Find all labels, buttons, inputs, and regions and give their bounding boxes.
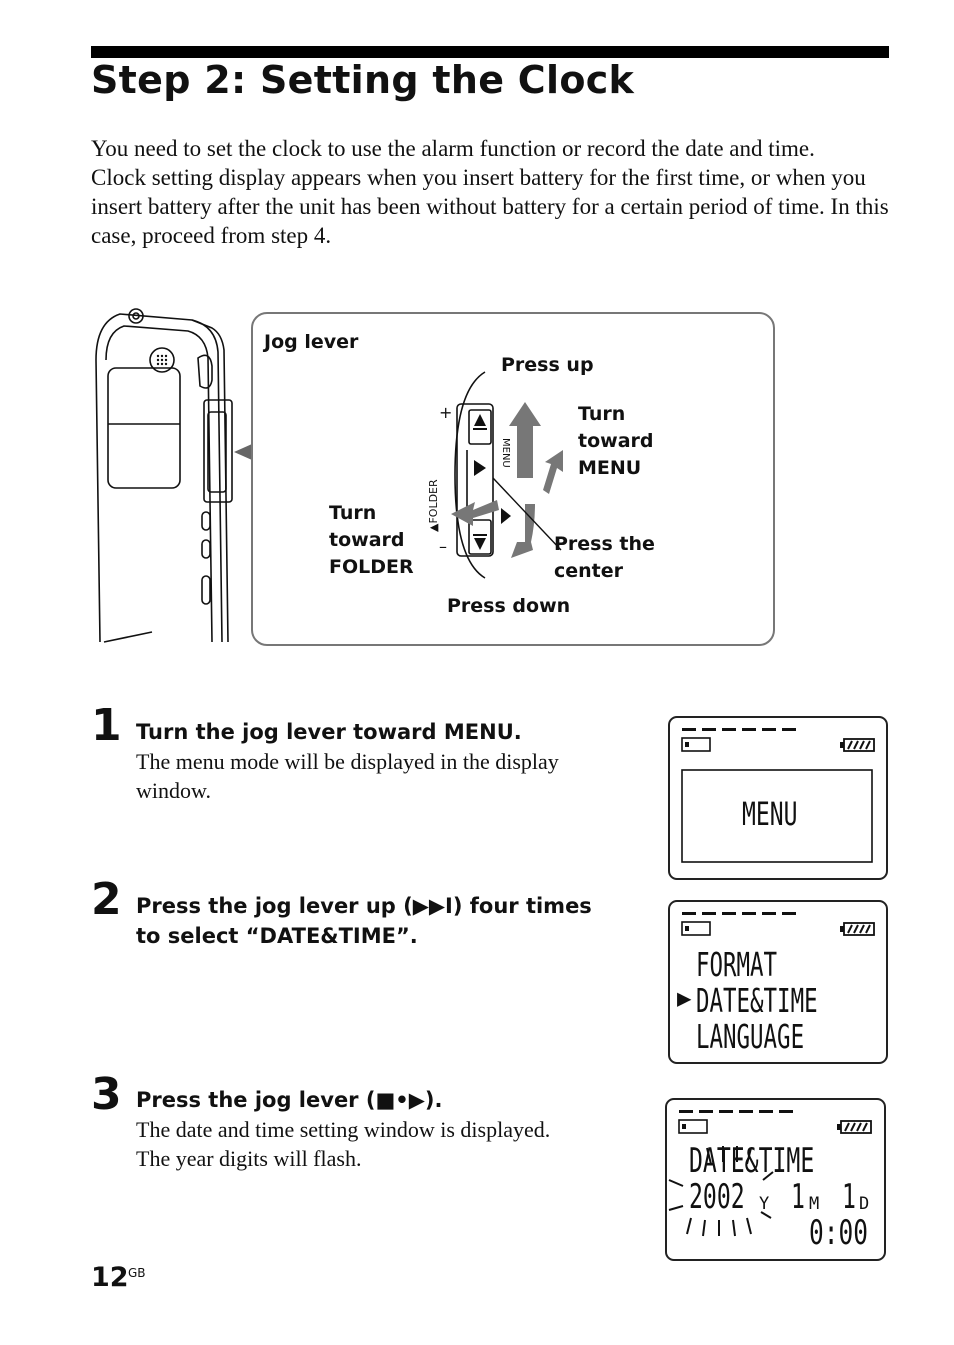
lcd-menu-text: MENU xyxy=(742,795,798,833)
step-heading: Press the jog lever (■•▶). xyxy=(136,1088,443,1112)
press-down-label: Press down xyxy=(447,595,571,617)
title-rule xyxy=(91,46,889,58)
lcd-menu-item: FORMAT xyxy=(696,945,778,984)
lcd-title: DATE&TIME xyxy=(689,1141,815,1181)
step-number: 1 xyxy=(91,700,122,751)
lcd-day: 1 xyxy=(842,1177,856,1217)
page-number: 12 xyxy=(91,1262,129,1293)
lcd-day-unit: D xyxy=(859,1194,870,1214)
jog-lever-callout xyxy=(251,312,775,646)
turn-menu-label: Turn toward MENU xyxy=(578,403,654,479)
lcd-indicators xyxy=(681,912,875,936)
memory-icon xyxy=(681,737,711,752)
step-heading: Press the jog lever up (▶▶I) four times … xyxy=(136,894,592,948)
step-body: The menu mode will be displayed in the d… xyxy=(136,749,559,803)
lcd-display-menu: MENU xyxy=(668,716,888,880)
page-region-suffix: GB xyxy=(128,1266,146,1280)
battery-icon xyxy=(840,738,875,752)
recorder-illustration xyxy=(95,308,252,643)
turn-folder-arrow-icon xyxy=(451,500,499,526)
memory-icon xyxy=(678,1119,708,1134)
page-title: Step 2: Setting the Clock xyxy=(91,58,635,102)
turn-folder-label: Turn toward FOLDER xyxy=(329,502,414,578)
step-heading: Turn the jog lever toward MENU. xyxy=(136,720,522,744)
press-center-label: Press the center xyxy=(554,533,655,582)
lcd-cursor-icon: ▶ xyxy=(677,984,692,1012)
flash-marks-icon xyxy=(668,1146,774,1237)
lcd-month-unit: M xyxy=(809,1194,820,1214)
jog-lever-diagram: + – ▲FOLDER MENU xyxy=(427,371,563,579)
pointer-arrow-icon xyxy=(234,444,252,460)
lcd-year-unit: Y xyxy=(759,1194,770,1214)
lcd-menu-item: LANGUAGE xyxy=(696,1017,805,1056)
press-up-arrow-icon xyxy=(509,402,541,478)
lcd-month: 1 xyxy=(791,1177,805,1217)
battery-icon xyxy=(837,1120,872,1134)
turn-menu-arrow-icon xyxy=(543,450,563,494)
step-number: 3 xyxy=(91,1069,122,1120)
lcd-indicators xyxy=(668,1110,872,1237)
intro-paragraph: You need to set the clock to use the ala… xyxy=(91,136,815,161)
lcd-year: 2002 xyxy=(689,1177,745,1217)
folder-mark: ▲FOLDER xyxy=(427,479,440,532)
press-up-label: Press up xyxy=(501,354,594,376)
battery-icon xyxy=(840,922,875,936)
step-number: 2 xyxy=(91,874,122,925)
plus-sign: + xyxy=(439,403,452,422)
press-center-leader xyxy=(492,477,562,551)
memory-icon xyxy=(681,921,711,936)
lcd-display-date-time: DATE&TIME 2002 Y 1 M 1 D 0:00 xyxy=(665,1098,886,1261)
lcd-menu-item-selected: DATE&TIME xyxy=(696,981,818,1020)
press-down-arrow-icon xyxy=(511,504,535,558)
jog-lever-label: Jog lever xyxy=(264,331,359,353)
menu-mark: MENU xyxy=(500,438,511,468)
minus-sign: – xyxy=(439,537,447,556)
lcd-display-menu-list: FORMAT ▶ DATE&TIME LANGUAGE xyxy=(668,900,888,1064)
step-body: The date and time setting window is disp… xyxy=(136,1117,551,1171)
intro-paragraph: Clock setting display appears when you i… xyxy=(91,165,889,248)
lcd-indicators xyxy=(681,728,875,863)
intro-text: You need to set the clock to use the ala… xyxy=(91,134,891,250)
lcd-time: 0:00 xyxy=(809,1213,868,1253)
